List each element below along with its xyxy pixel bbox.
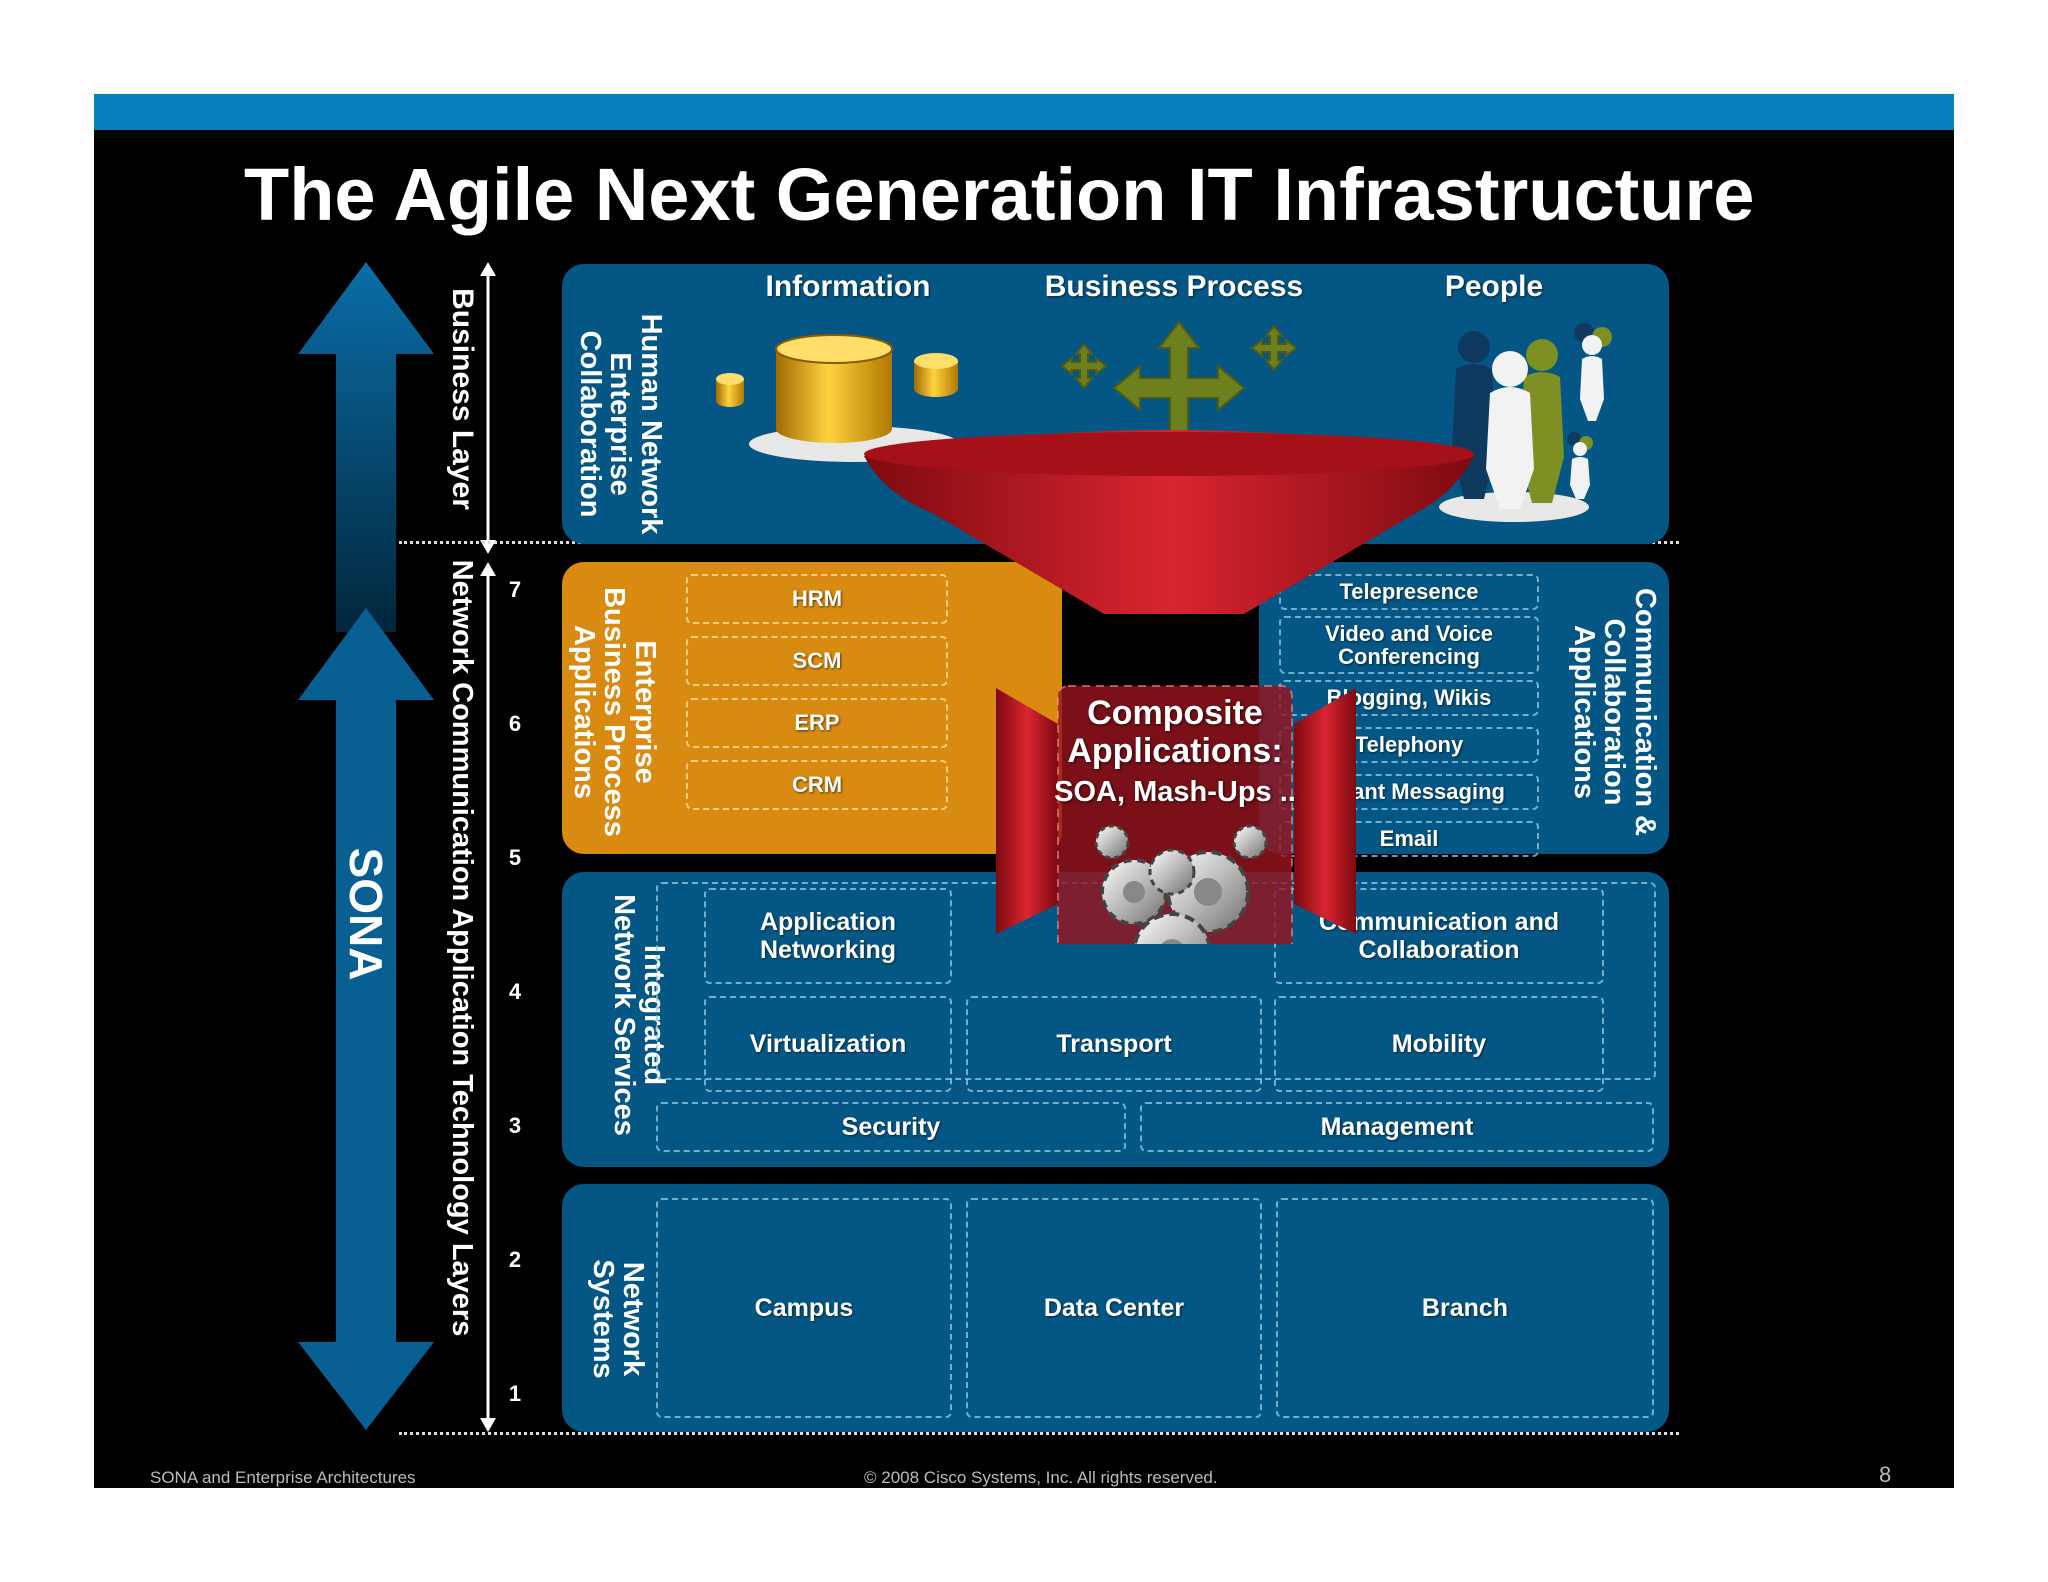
top-accent-bar <box>94 94 1954 130</box>
business-apps-side-label: Enterprise Business Process Applications <box>567 587 661 837</box>
app-item-hrm: HRM <box>686 574 948 624</box>
service-transport: Transport <box>966 996 1262 1092</box>
network-double-arrow-icon <box>298 608 434 1430</box>
collaboration-side-label: Human Network Enterprise Collaboration <box>573 313 667 535</box>
comm-item-email: Email <box>1279 821 1539 857</box>
people-icon <box>1439 323 1612 522</box>
layer-number: 7 <box>508 577 522 602</box>
composite-funnel <box>864 430 1474 944</box>
arrow-up-icon <box>480 562 496 576</box>
service-virtualization: Virtualization <box>704 996 952 1092</box>
header-information: Information <box>765 270 931 303</box>
service-management: Management <box>1140 1102 1654 1152</box>
header-business-process: Business Process <box>1044 270 1304 303</box>
footer-left: SONA and Enterprise Architectures <box>150 1468 416 1487</box>
systems-panel <box>562 1184 1669 1432</box>
comm-apps-side-label: Communication & Collaboration Applicatio… <box>1567 587 1661 837</box>
service-mobility: Mobility <box>1274 996 1604 1092</box>
layer-number: 1 <box>508 1381 522 1406</box>
comm-item-telepresence: Telepresence <box>1279 574 1539 610</box>
service-application-networking: Application Networking <box>704 888 952 984</box>
footer-copyright: © 2008 Cisco Systems, Inc. All rights re… <box>864 1468 1218 1487</box>
arrow-down-icon <box>480 1418 496 1432</box>
gear-icon <box>1232 824 1268 860</box>
app-item-erp: ERP <box>686 698 948 748</box>
system-branch: Branch <box>1276 1198 1654 1418</box>
arrow-up-icon <box>480 262 496 276</box>
comm-item-video-voice: Video and Voice Conferencing <box>1279 616 1539 674</box>
sona-label: SONA <box>340 847 393 981</box>
layer-number: 2 <box>508 1247 522 1272</box>
gear-icon <box>1132 912 1212 944</box>
layer-number: 5 <box>508 845 522 870</box>
app-item-crm: CRM <box>686 760 948 810</box>
layer-number: 3 <box>508 1113 522 1138</box>
layer-number: 6 <box>508 711 522 736</box>
service-security: Security <box>656 1102 1126 1152</box>
gear-icon <box>1094 824 1130 860</box>
gear-icon <box>1148 848 1196 896</box>
comm-item-telephony: Telephony <box>1279 727 1539 763</box>
business-up-arrow-icon <box>298 262 434 632</box>
business-apps-panel <box>562 562 1062 854</box>
slide: The Agile Next Generation IT Infrastruct… <box>94 94 1954 1488</box>
system-campus: Campus <box>656 1198 952 1418</box>
page-number: 8 <box>1879 1462 1892 1487</box>
header-people: People <box>1444 270 1544 303</box>
layer-separator <box>399 1432 1679 1435</box>
composite-title: Composite Applications: <box>1067 694 1283 771</box>
system-data-center: Data Center <box>966 1198 1262 1418</box>
slide-title: The Agile Next Generation IT Infrastruct… <box>244 153 1755 236</box>
composite-subtitle: SOA, Mash-Ups .. <box>1054 776 1296 808</box>
app-item-scm: SCM <box>686 636 948 686</box>
systems-side-label: Network Systems <box>587 1259 650 1379</box>
layer-number: 4 <box>508 979 522 1004</box>
layer-bracket-arrows <box>480 262 496 1432</box>
sona-double-arrow <box>298 262 434 1430</box>
